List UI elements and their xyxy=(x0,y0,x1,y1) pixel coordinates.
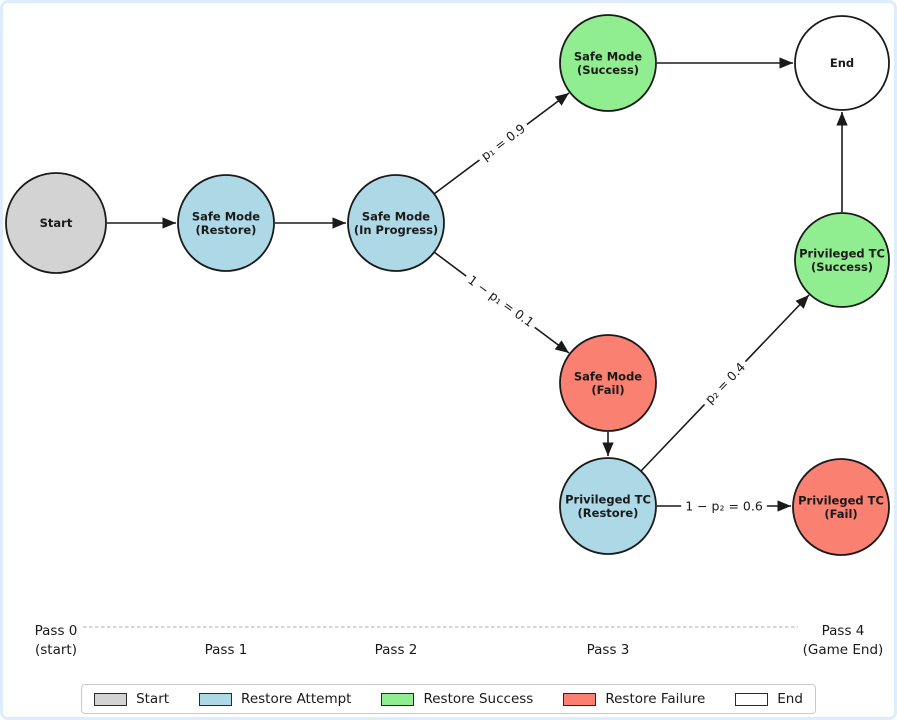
edge-probability-label: 1 − p₂ = 0.6 xyxy=(685,499,763,514)
node-label: Privileged TC(Restore) xyxy=(565,492,651,520)
node-circle xyxy=(347,174,445,272)
node-safe-mode-in-progress: Safe Mode(In Progress) xyxy=(347,174,445,272)
axis-label-pass-3: Pass 3 xyxy=(587,642,630,658)
edge-in-progress-to-safe-success: p₁ = 0.9 xyxy=(433,92,570,195)
legend-wrap: Start Restore Attempt Restore Success Resto… xyxy=(3,684,894,714)
node-end: End xyxy=(794,15,890,111)
node-circle xyxy=(794,212,890,308)
nodes-layer: Start Safe Mode(Restore) Safe Mode(In Prog… xyxy=(5,14,890,556)
node-safe-mode-fail: Safe Mode(Fail) xyxy=(559,334,657,432)
node-circle xyxy=(5,172,107,274)
edges-layer: p₁ = 0.9 1 − p₁ = 0.1 p₂ = 0.4 1 − p₂ = 0.6 xyxy=(107,57,848,515)
axis-label-pass-1: Pass 1 xyxy=(205,642,248,658)
node-label: Safe Mode(Fail) xyxy=(574,369,642,397)
legend-swatch-start xyxy=(94,692,128,706)
legend-item-end: End xyxy=(735,691,803,707)
legend-item-restore-success: Restore Success xyxy=(381,691,533,707)
legend-item-start: Start xyxy=(94,691,169,707)
node-privileged-tc-restore: Privileged TC(Restore) xyxy=(559,457,657,555)
node-label: Safe Mode(In Progress) xyxy=(354,209,438,237)
legend-label-end: End xyxy=(777,691,803,707)
node-start: Start xyxy=(5,172,107,274)
edge-ptc-restore-to-ptc-fail: 1 − p₂ = 0.6 xyxy=(657,497,791,515)
edge-probability-label: 1 − p₁ = 0.1 xyxy=(465,272,537,330)
legend-swatch-restore-failure xyxy=(563,692,597,706)
edge-label-background xyxy=(698,355,752,411)
node-label: Start xyxy=(40,216,73,230)
edge-ptc-restore-to-ptc-success: p₂ = 0.4 xyxy=(640,294,810,472)
axis-label-pass-0: Pass 0(start) xyxy=(35,623,78,658)
node-circle xyxy=(559,457,657,555)
legend-label-restore-success: Restore Success xyxy=(423,691,534,707)
legend-swatch-restore-attempt xyxy=(199,692,233,706)
edge-label-in-progress-to-safe-fail: 1 − p₁ = 0.1 xyxy=(461,268,541,334)
node-privileged-tc-fail: Privileged TC(Fail) xyxy=(792,458,890,556)
edge-probability-label: p₁ = 0.9 xyxy=(478,121,528,164)
node-label: Privileged TC(Fail) xyxy=(798,493,884,521)
legend-item-restore-failure: Restore Failure xyxy=(563,691,705,707)
edge-label-in-progress-to-safe-success: p₁ = 0.9 xyxy=(474,117,532,167)
node-safe-mode-success: Safe Mode(Success) xyxy=(559,14,657,112)
edge-in-progress-to-safe-fail: 1 − p₁ = 0.1 xyxy=(433,251,570,354)
legend-swatch-end xyxy=(735,692,769,706)
node-circle xyxy=(177,174,275,272)
node-circle xyxy=(559,334,657,432)
node-circle xyxy=(794,15,890,111)
edge-label-ptc-restore-to-ptc-fail: 1 − p₂ = 0.6 xyxy=(681,497,767,515)
node-circle xyxy=(559,14,657,112)
edge-label-background xyxy=(474,117,532,167)
edge-label-background xyxy=(681,497,767,515)
node-safe-mode-restore: Safe Mode(Restore) xyxy=(177,174,275,272)
legend: Start Restore Attempt Restore Success Resto… xyxy=(81,684,816,714)
legend-label-restore-attempt: Restore Attempt xyxy=(241,691,352,707)
node-label: End xyxy=(830,56,854,70)
edge-label-background xyxy=(461,268,541,334)
legend-label-restore-failure: Restore Failure xyxy=(605,691,706,707)
axis-label-pass-4: Pass 4(Game End) xyxy=(803,623,884,658)
legend-item-restore-attempt: Restore Attempt xyxy=(199,691,351,707)
node-circle xyxy=(792,458,890,556)
node-label: Privileged TC(Success) xyxy=(799,246,885,274)
diagram-svg: p₁ = 0.9 1 − p₁ = 0.1 p₂ = 0.4 1 − p₂ = 0.6… xyxy=(5,14,890,658)
node-label: Safe Mode(Restore) xyxy=(192,209,260,237)
legend-swatch-restore-success xyxy=(381,692,415,706)
edge-probability-label: p₂ = 0.4 xyxy=(702,359,748,406)
node-label: Safe Mode(Success) xyxy=(574,49,642,77)
legend-label-start: Start xyxy=(136,691,170,707)
axis-label-pass-2: Pass 2 xyxy=(375,642,418,658)
node-privileged-tc-success: Privileged TC(Success) xyxy=(794,212,890,308)
edge-label-ptc-restore-to-ptc-success: p₂ = 0.4 xyxy=(698,355,752,411)
